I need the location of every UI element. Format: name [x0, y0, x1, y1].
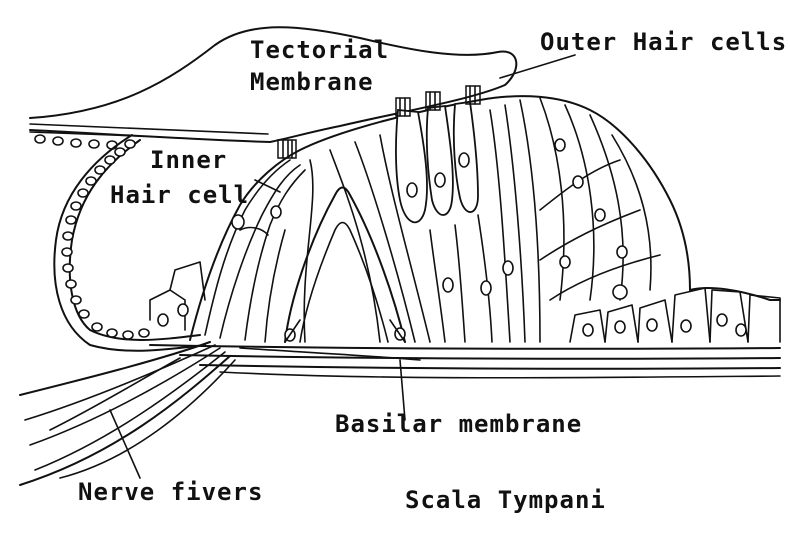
organ-body — [190, 96, 780, 342]
label-basilar-membrane: Basilar membrane — [335, 410, 582, 438]
label-scala-tympani: Scala Tympani — [405, 486, 606, 514]
labels: Tectorial Membrane Outer Hair cells Inne… — [78, 28, 787, 514]
label-hair-cell: Hair cell — [110, 181, 249, 209]
label-membrane: Membrane — [250, 68, 374, 96]
basilar-membrane — [150, 345, 780, 378]
label-tectorial: Tectorial — [250, 36, 389, 64]
label-nerve-fibers: Nerve fivers — [78, 478, 263, 506]
label-outer-hair-cells: Outer Hair cells — [540, 28, 787, 56]
label-inner: Inner — [150, 146, 227, 174]
